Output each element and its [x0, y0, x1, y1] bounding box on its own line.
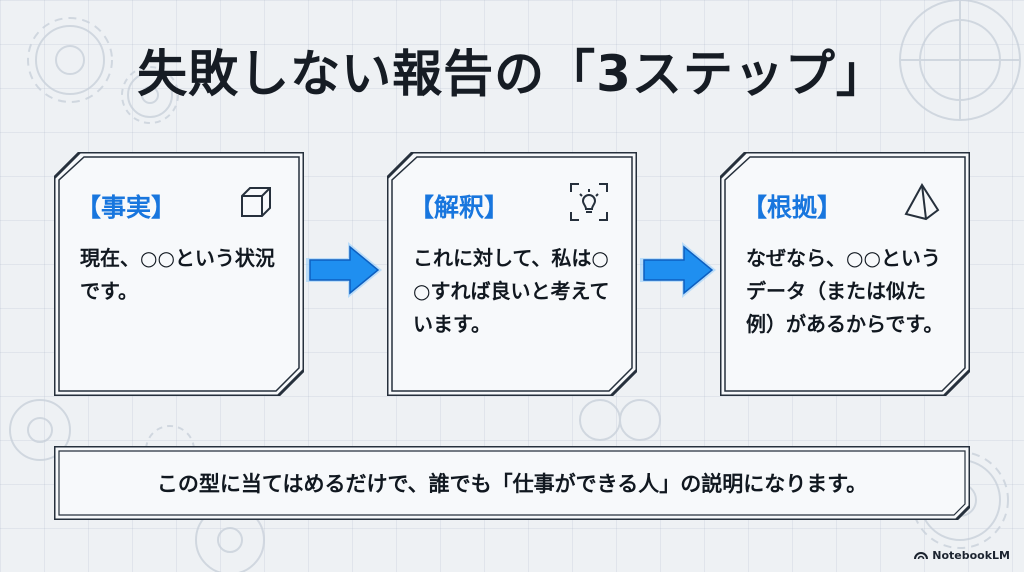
banner-frame: [54, 446, 970, 520]
arrow-right-icon: [640, 242, 716, 298]
step-label: 【根拠】: [742, 193, 843, 222]
summary-banner: この型に当てはめるだけで、誰でも「仕事ができる人」の説明になります。: [54, 446, 970, 520]
lightbulb-icon: [570, 183, 608, 221]
brand-name: NotebookLM: [932, 549, 1010, 562]
brand-watermark: NotebookLM: [914, 549, 1010, 562]
page-title: 失敗しない報告の「3ステップ」: [137, 45, 887, 103]
step-description: なぜなら、○○というデータ（または似た例）があるからです。: [746, 246, 944, 336]
step-card-evidence: 【根拠】 なぜなら、○○というデータ（または似た例）があるからです。: [720, 152, 970, 396]
step-card-interpretation: 【解釈】 これに対して、私は○○すれば良いと考えています。: [387, 152, 637, 396]
cube-icon: [241, 187, 271, 217]
step-label: 【解釈】: [409, 193, 510, 222]
notebooklm-logo-icon: [914, 552, 929, 560]
step-card-fact: 【事実】 現在、○○という状況です。: [54, 152, 304, 396]
pyramid-icon: [904, 183, 940, 221]
step-description: これに対して、私は○○すれば良いと考えています。: [413, 246, 610, 336]
arrow-right-icon: [306, 242, 382, 298]
step-label: 【事実】: [76, 193, 177, 222]
summary-text: この型に当てはめるだけで、誰でも「仕事ができる人」の説明になります。: [156, 472, 868, 496]
step-description: 現在、○○という状況です。: [80, 246, 275, 303]
card-frame: [387, 152, 637, 396]
